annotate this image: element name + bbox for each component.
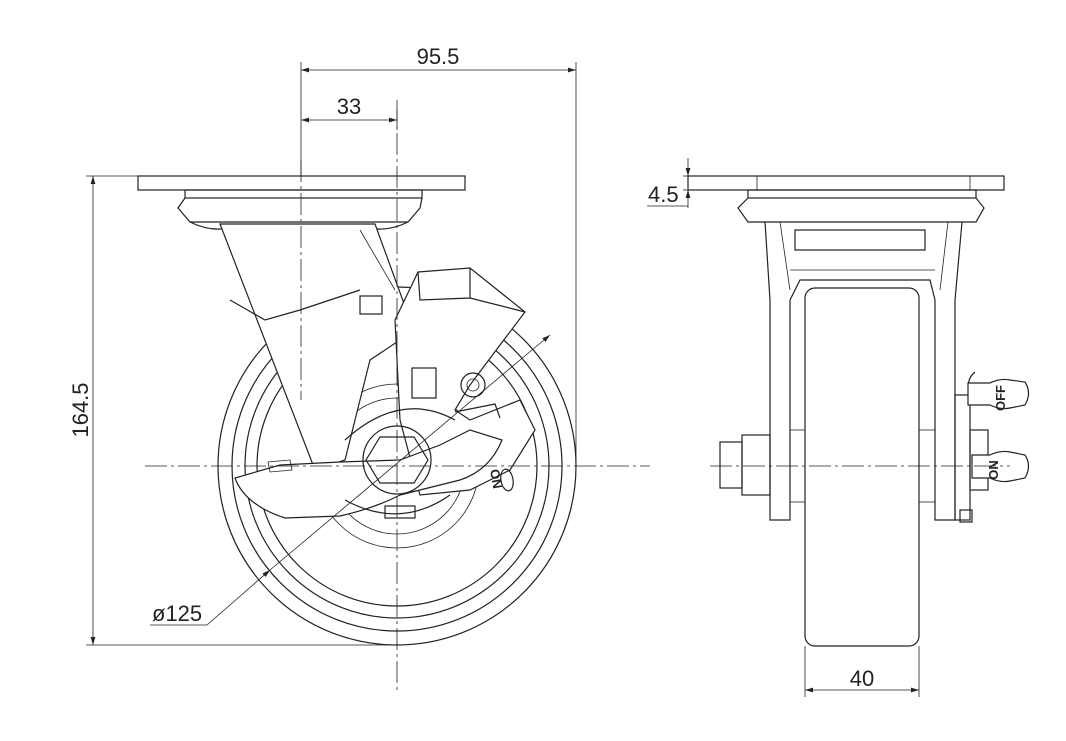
dimension-axle-offset-label: 33 — [337, 94, 361, 119]
front-view: ON 95.5 33 164.5 — [68, 44, 650, 690]
dimension-plate-thickness-label: 4.5 — [648, 182, 679, 207]
hub-mark-text: ON — [487, 468, 505, 490]
dimension-plate-thickness: 4.5 — [647, 158, 691, 208]
dimension-overall-height-label: 164.5 — [68, 382, 93, 437]
hub-marking: ON — [487, 468, 514, 492]
brake-shoe-front — [234, 429, 503, 519]
brake-lever-upper-label: OFF — [993, 385, 1008, 411]
dimension-wheel-diameter-label: ø125 — [152, 601, 202, 626]
brake-levers-side: OFF ON — [954, 371, 1030, 523]
dimension-wheel-width-label: 40 — [850, 666, 874, 691]
brake-pedal-front — [359, 267, 536, 496]
side-view: OFF ON 4.5 40 — [647, 158, 1030, 697]
axle-hub-front — [344, 408, 456, 515]
dimension-overall-height: 164.5 — [68, 175, 397, 646]
top-plate-side — [687, 175, 1005, 223]
dimension-axle-offset: 33 — [301, 94, 398, 130]
wheel-side — [804, 287, 920, 647]
dimension-overall-offset: 95.5 — [300, 44, 577, 466]
top-plate-front — [137, 175, 466, 230]
dimension-wheel-width: 40 — [804, 646, 920, 697]
dimension-wheel-diameter: ø125 — [150, 334, 551, 626]
brake-lever-lower-label: ON — [986, 460, 1001, 480]
dimension-overall-offset-label: 95.5 — [417, 44, 460, 69]
